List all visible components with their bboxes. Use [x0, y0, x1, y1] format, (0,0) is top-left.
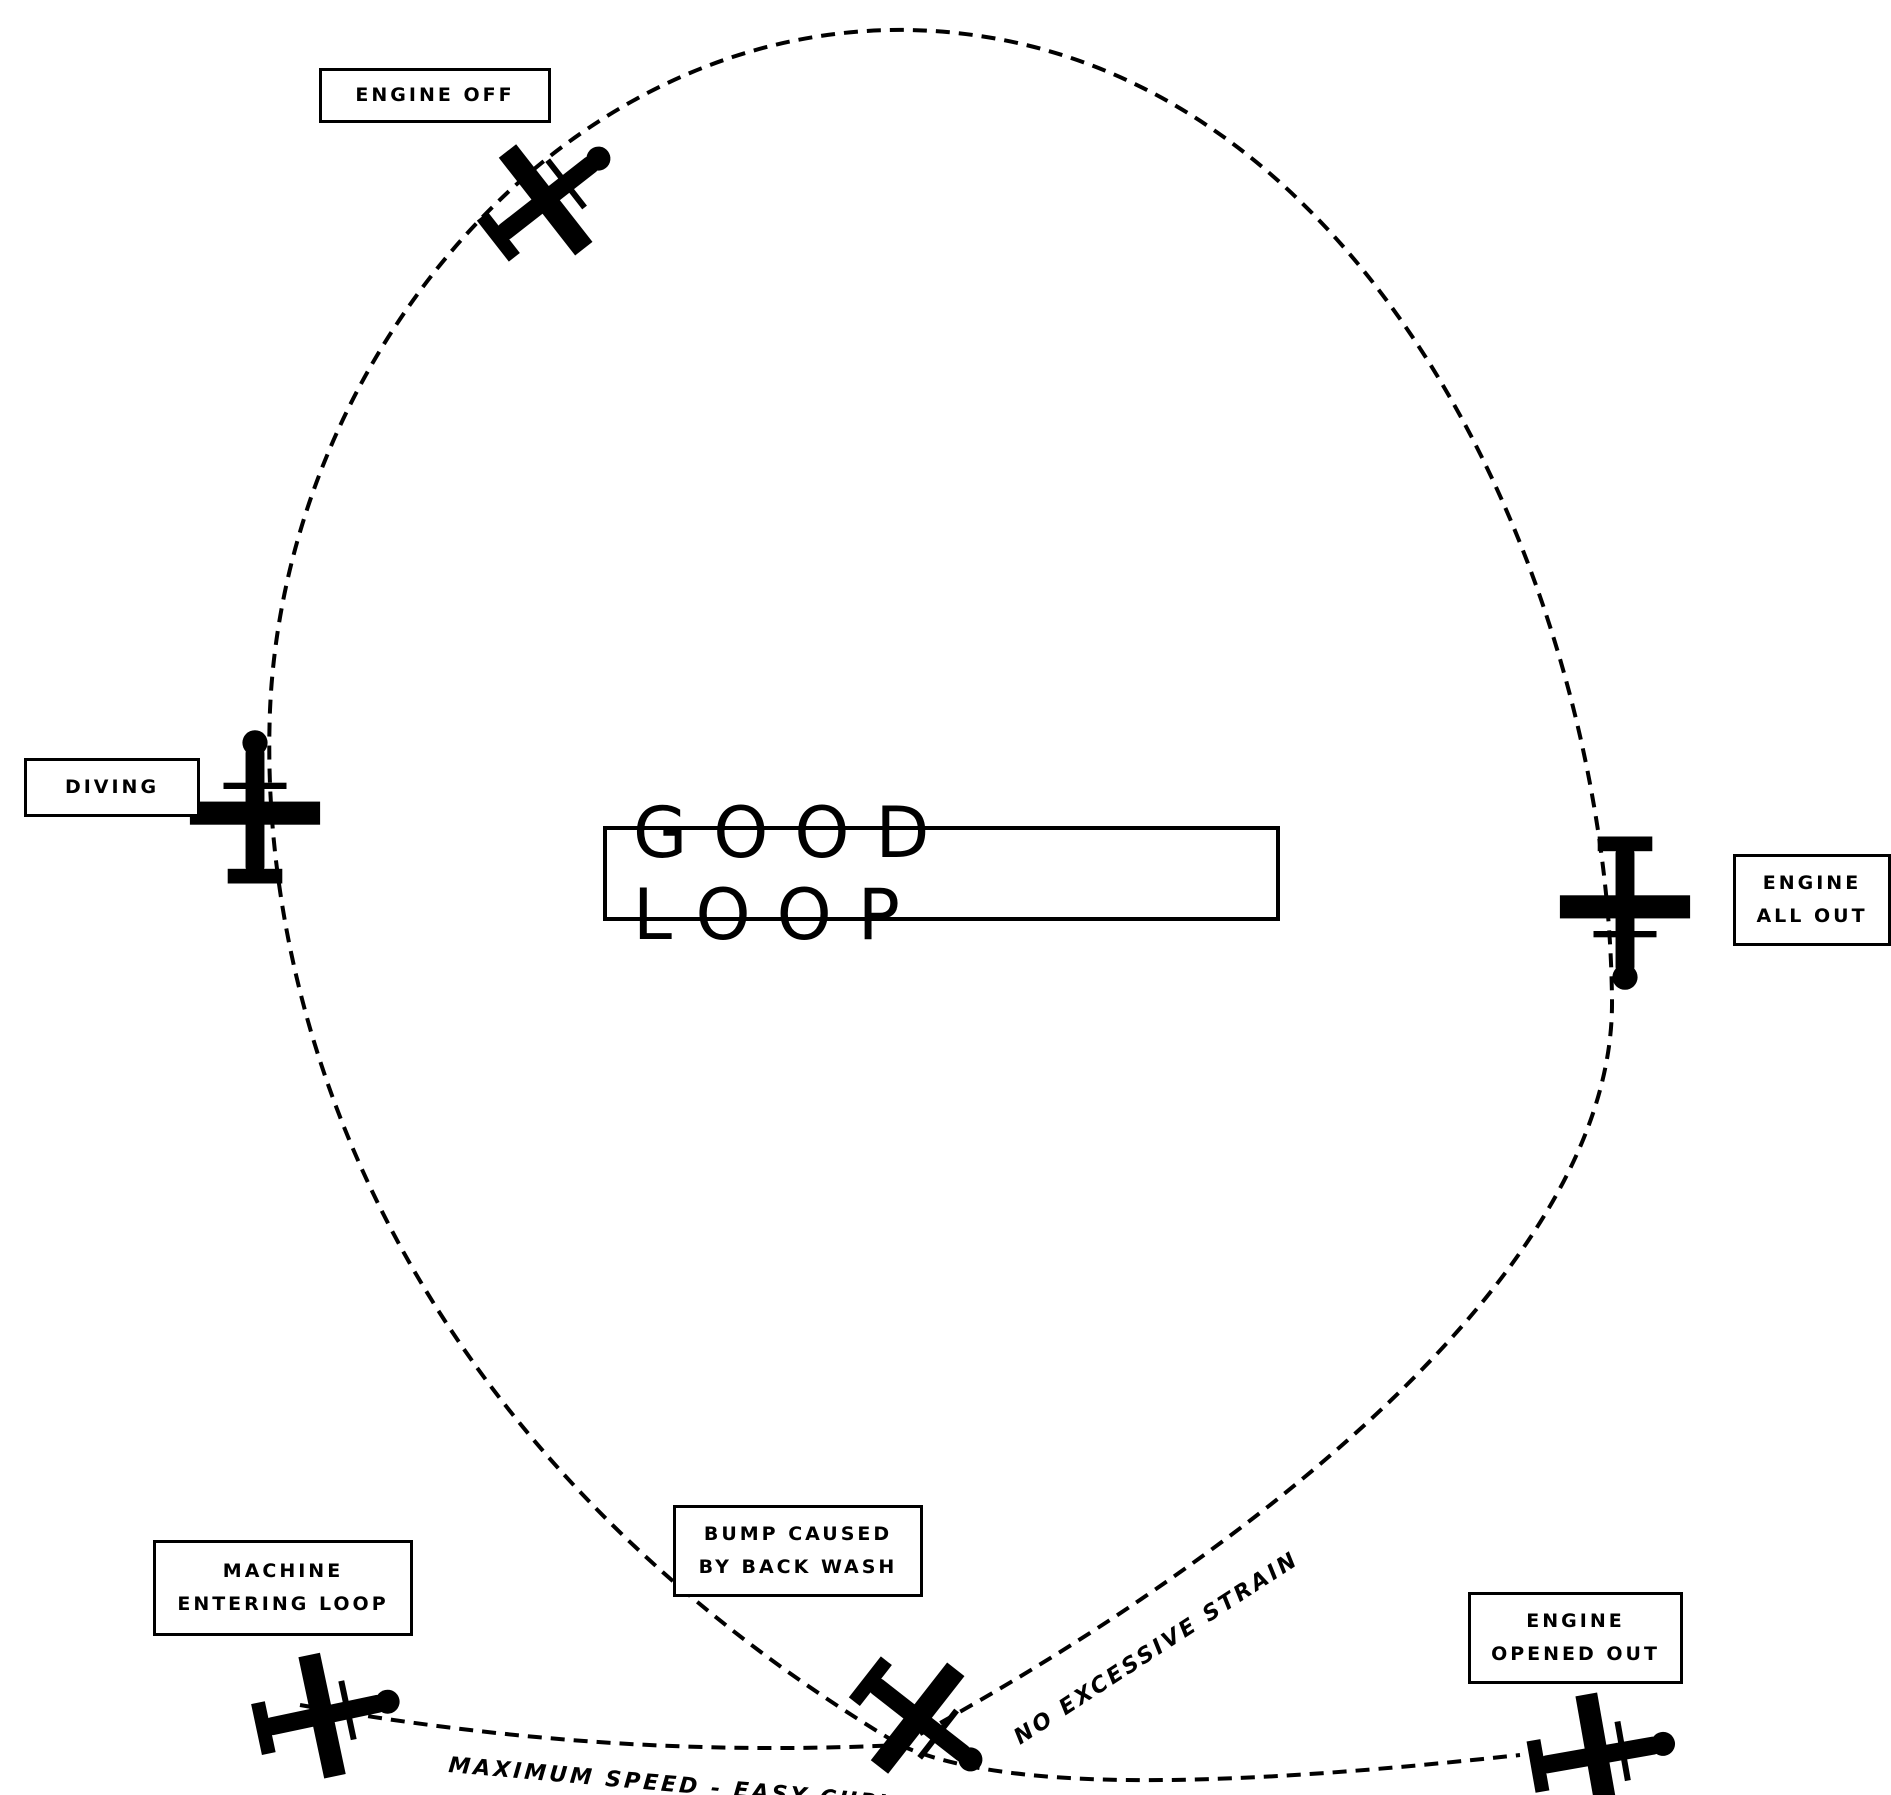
aircraft-icon [454, 102, 647, 290]
no-excessive-strain-annotation: NO EXCESSIVE STRAIN [1010, 1547, 1304, 1750]
label-machine-entering-loop: MACHINE ENTERING LOOP [153, 1540, 413, 1636]
entry-path [299, 1703, 901, 1751]
label-bump-caused-by-back-wash: BUMP CAUSED BY BACK WASH [673, 1505, 923, 1597]
aircraft-icon [189, 730, 321, 884]
label-engine-all-out: ENGINE ALL OUT [1733, 854, 1891, 946]
diagram-title: GOOD LOOP [603, 792, 1280, 956]
label-engine-opened-out: ENGINE OPENED OUT [1468, 1592, 1683, 1684]
exit-path [899, 1743, 1521, 1783]
aircraft-icon [243, 1638, 413, 1791]
aircraft-icon [1559, 836, 1691, 990]
loop-path [267, 27, 1615, 1747]
aircraft-icon [1520, 1680, 1686, 1795]
label-engine-off: ENGINE OFF [319, 68, 551, 123]
label-diving: DIVING [24, 758, 200, 817]
maximum-speed-annotation: MAXIMUM SPEED - EASY CURVE [447, 1753, 918, 1795]
